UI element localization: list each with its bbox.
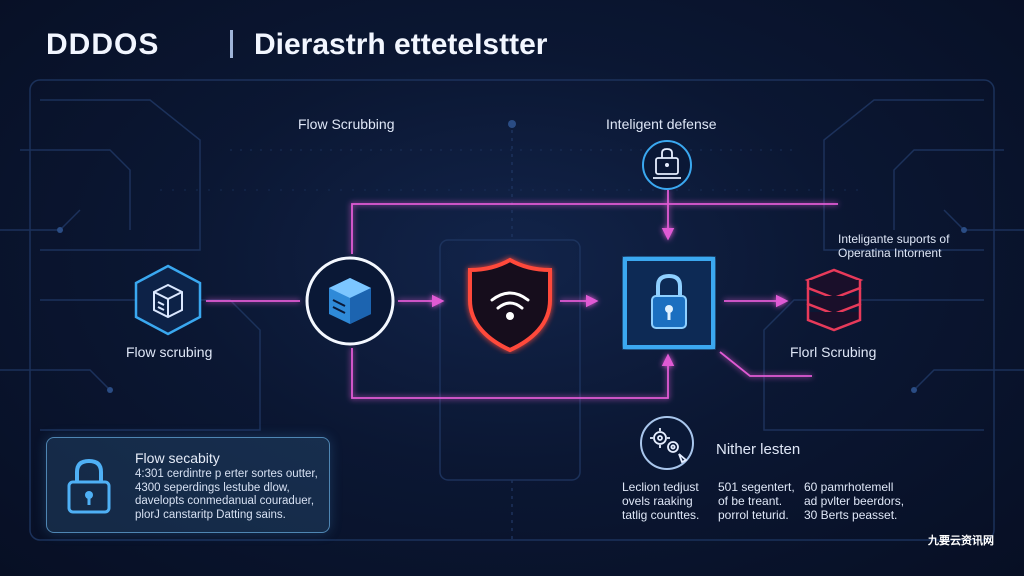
bottom-text-line: tatlig counttes. xyxy=(622,508,700,522)
bottom-text-line: Leclion tedjust xyxy=(622,480,699,494)
server-box-icon xyxy=(305,256,395,346)
info-line: plorJ canstaritp Datting sains. xyxy=(135,508,286,521)
flow-loop-top xyxy=(351,203,838,254)
bottom-text-col-2: 501 segentert, of be treant. porrol tetu… xyxy=(718,480,795,522)
label-left-node: Flow scrubing xyxy=(126,344,213,360)
watermark: 九要云资讯网 xyxy=(928,535,994,547)
intelligent-defense-lock-node xyxy=(622,256,716,350)
bottom-gears-node xyxy=(638,414,696,472)
bottom-text-line: porrol teturid. xyxy=(718,508,789,522)
padlock-icon xyxy=(67,458,111,514)
info-panel-title: Flow secabity xyxy=(135,450,220,466)
label-right-node: Florl Scrubing xyxy=(790,344,877,360)
title-divider xyxy=(230,30,233,58)
wifi-shield-icon xyxy=(468,257,552,353)
annotation-right-line-2: Operatina Intornent xyxy=(838,246,942,260)
gears-icon xyxy=(640,416,694,470)
bottom-text-col-3: 60 pamrhotemell ad pvlter beerdors, 30 B… xyxy=(804,480,904,522)
page-title: Dierastrh etteteIstter xyxy=(254,28,548,61)
info-panel: Flow secabity 4:301 cerdintre p erter so… xyxy=(46,437,330,533)
server-box-icon xyxy=(134,264,202,336)
flow-loop-bottom xyxy=(351,348,675,399)
left-server-node xyxy=(130,262,206,338)
label-intelligent-defense: Inteligent defense xyxy=(606,116,717,132)
top-terminal-node xyxy=(640,138,694,192)
bottom-text-line: 60 pamrhotemell xyxy=(804,480,894,494)
bottom-text-line: 30 Berts peasset. xyxy=(804,508,898,522)
padlock-icon xyxy=(623,257,715,349)
info-panel-text: 4:301 cerdintre p erter sortes outter, 4… xyxy=(135,468,318,522)
scrubbing-server-node xyxy=(303,254,397,348)
info-line: 4300 seperdings lestube dlow, xyxy=(135,481,290,494)
bottom-text-col-1: Leclion tedjust ovels raaking tatlig cou… xyxy=(622,480,699,522)
secure-terminal-icon xyxy=(642,140,692,190)
bottom-text-line: ovels raaking xyxy=(622,494,693,508)
shield-node xyxy=(462,254,558,354)
label-flow-scrubbing-top: Flow Scrubbing xyxy=(298,116,395,132)
info-line: davelopts conmedanual couraduer, xyxy=(135,495,315,507)
bottom-text-line: ad pvlter beerdors, xyxy=(804,494,905,508)
brand-title: DDDOS xyxy=(46,28,160,61)
database-stack-icon xyxy=(804,268,864,332)
label-bottom-node: Nither lesten xyxy=(716,441,801,458)
right-database-node xyxy=(798,266,870,338)
bottom-text-line: 501 segentert, xyxy=(718,480,795,494)
flow-line-db-return xyxy=(719,351,812,377)
bottom-text-line: of be treant. xyxy=(718,494,783,508)
info-line: 4:301 cerdintre p erter sortes outter, xyxy=(135,468,318,480)
annotation-right-line-1: Inteligante suports of xyxy=(838,232,950,246)
